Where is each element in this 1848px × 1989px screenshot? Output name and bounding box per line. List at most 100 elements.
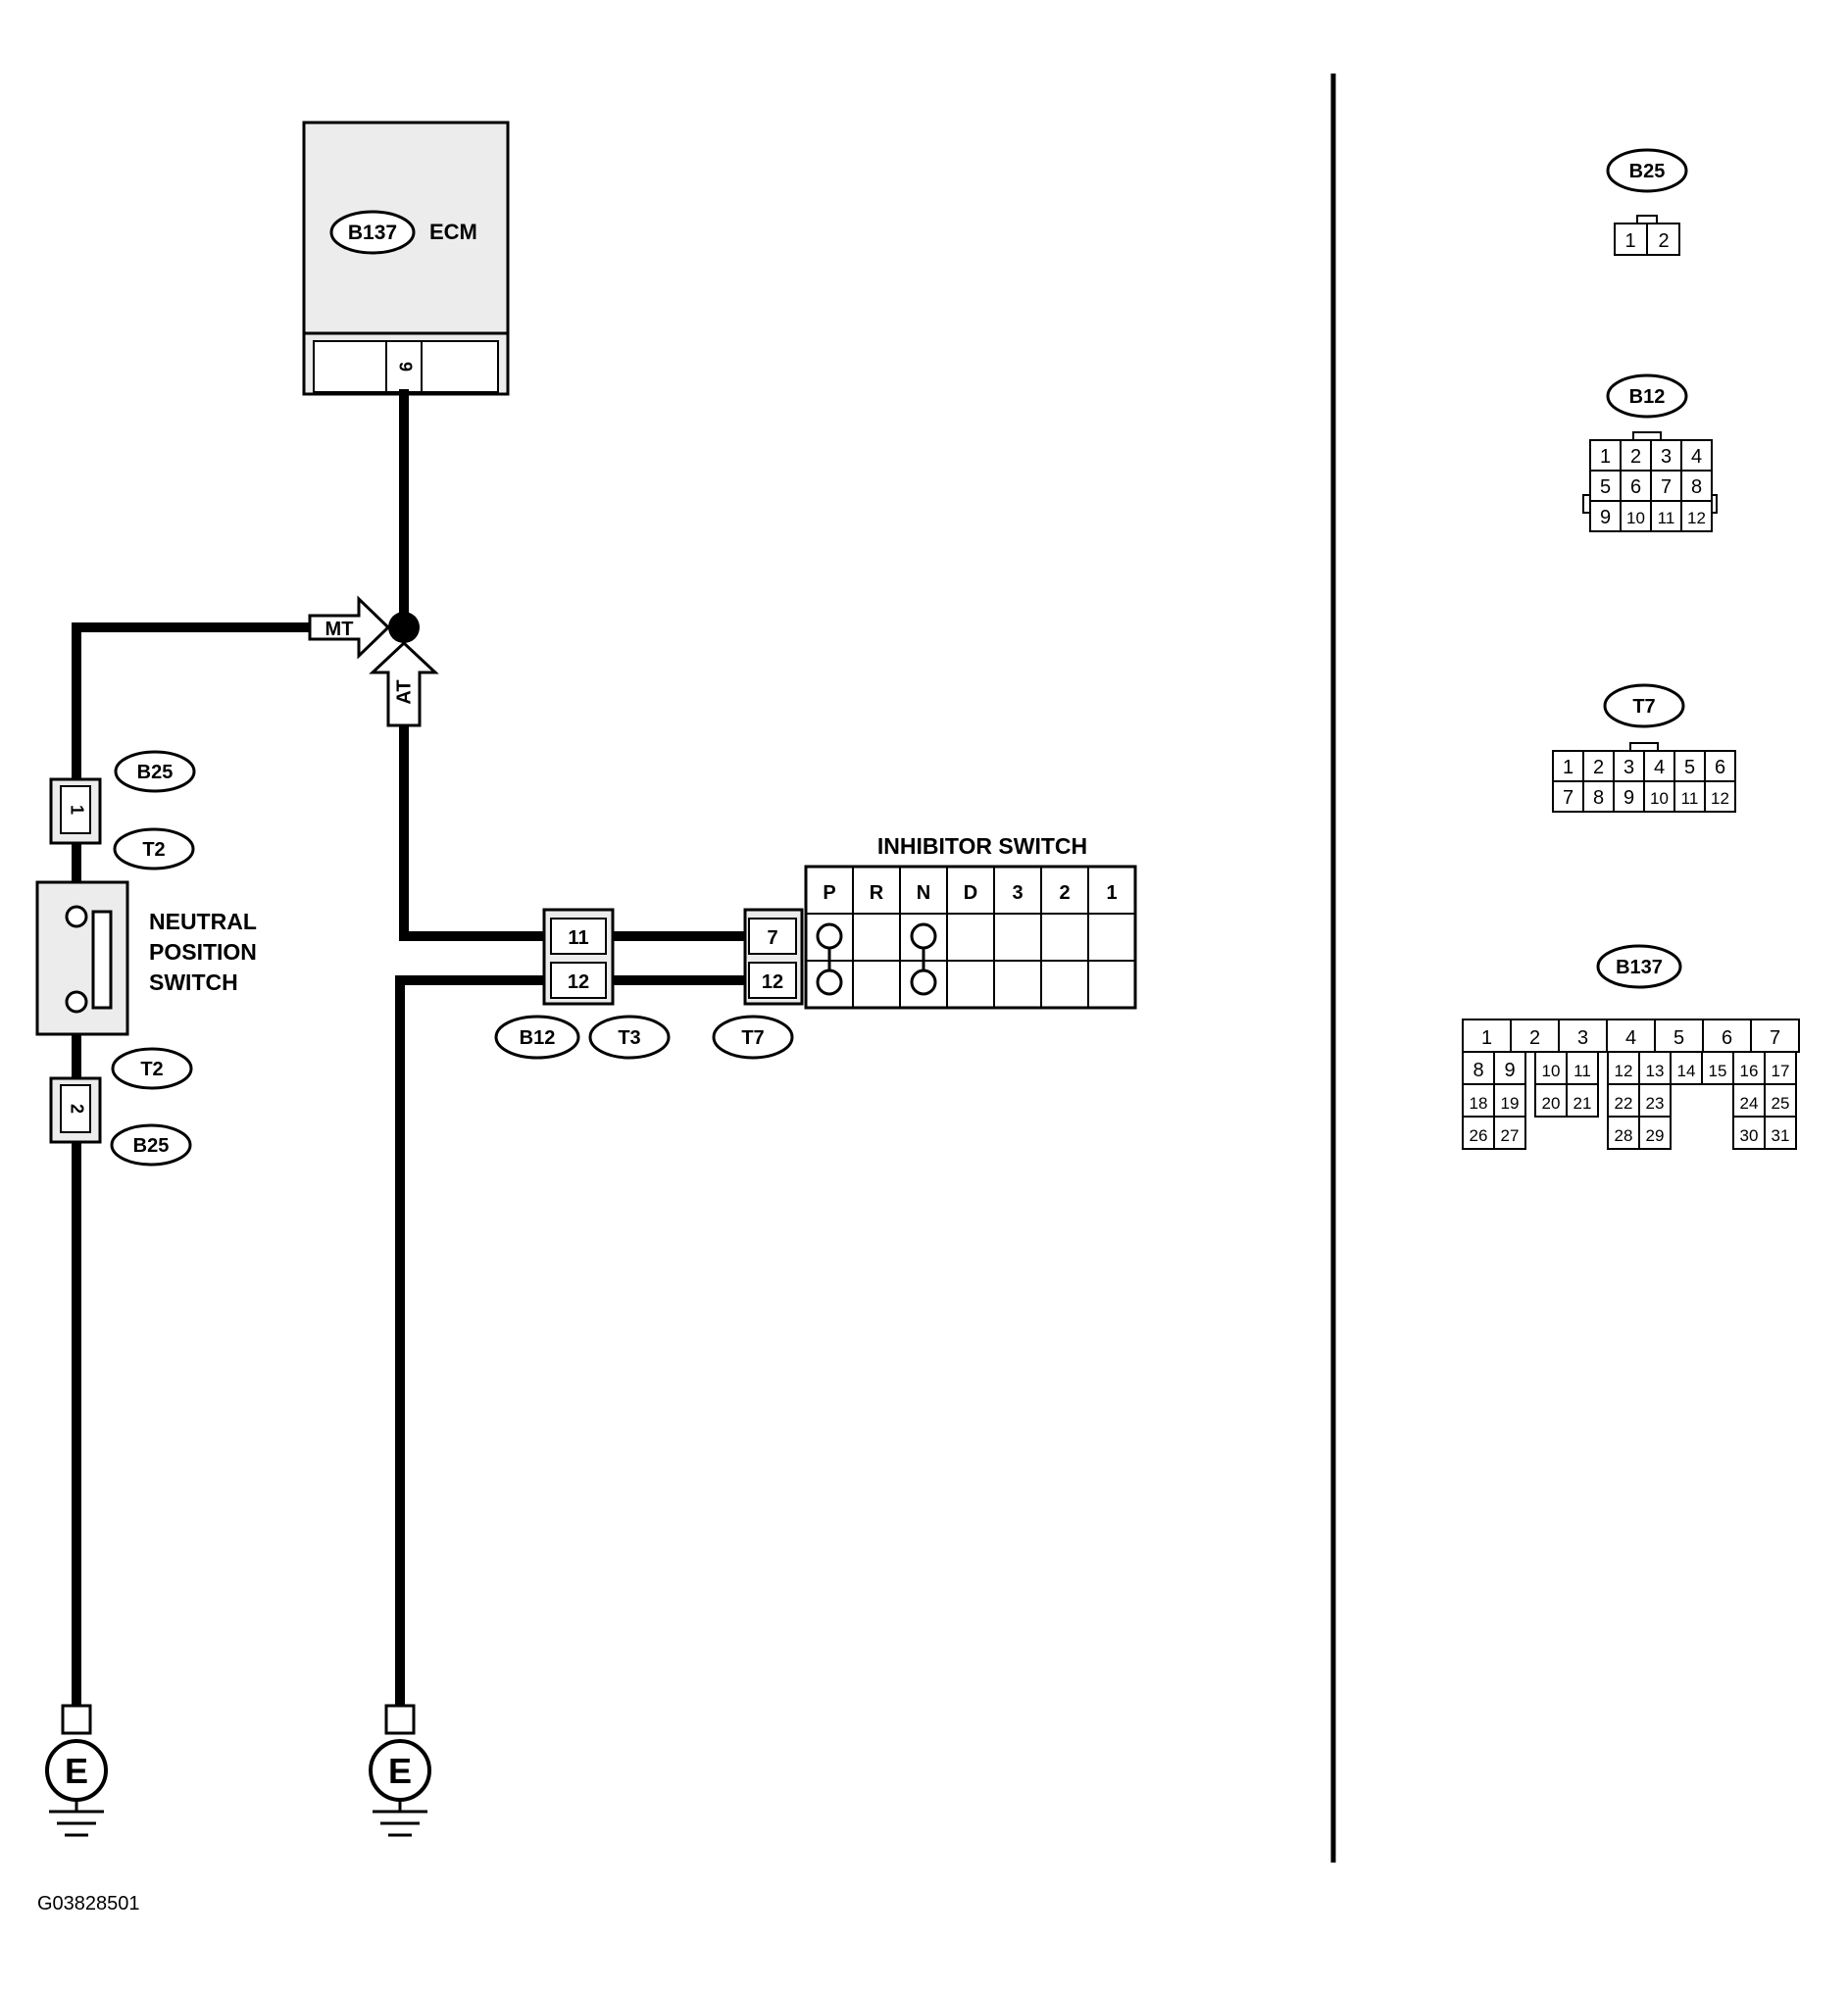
b25-bottom-pin: 2 (67, 1104, 86, 1114)
b25-bottom-id: B25 (133, 1135, 170, 1157)
position-d: D (964, 882, 977, 904)
b137-pin-27-label: 27 (1501, 1126, 1520, 1145)
b137-pin-28-label: 28 (1615, 1126, 1633, 1145)
figure-code: G03828501 (37, 1893, 140, 1914)
b137-pin-19-cell (1493, 1083, 1526, 1118)
b25-face-pin-2: 2 (1658, 230, 1669, 252)
b137-pin-3-cell (1558, 1019, 1608, 1053)
b137-pin-11-cell (1566, 1051, 1599, 1085)
ground-left-label: E (65, 1751, 88, 1791)
b25-top-pin: 1 (67, 805, 86, 815)
ecm-label: ECM (429, 220, 477, 244)
b137-pin-27-cell (1493, 1116, 1526, 1150)
b12-pin-11-cell (1650, 500, 1682, 532)
b25-bottom-oval (110, 1123, 192, 1167)
b137-pin-6-label: 6 (1722, 1027, 1732, 1049)
b137-pin-11-label: 11 (1573, 1062, 1591, 1080)
ground-right-label: E (388, 1751, 412, 1791)
b137-pin-3-label: 3 (1577, 1027, 1588, 1049)
b137-pin-19-label: 19 (1501, 1094, 1520, 1113)
position-n: N (917, 882, 930, 904)
wire-at-to-pin11 (399, 725, 552, 941)
b137-pin-29-label: 29 (1646, 1126, 1665, 1145)
t7-pin-10-cell (1643, 780, 1675, 813)
harness-pin-11: 11 (568, 927, 588, 949)
b12-oval (494, 1015, 580, 1060)
b137-pin-15-label: 15 (1709, 1062, 1727, 1080)
t7-pin-7: 7 (767, 927, 777, 949)
b12-pin-3-cell (1650, 439, 1682, 472)
b12-pin-8-cell (1680, 470, 1713, 502)
b137-pin-29-cell (1638, 1116, 1672, 1150)
t7-pin-6-label: 6 (1715, 757, 1725, 778)
position-1: 1 (1106, 882, 1117, 904)
b137-pin-20-cell (1534, 1083, 1568, 1118)
position-p: P (823, 882, 835, 904)
t7-connector: 7 12 (743, 908, 804, 1006)
b137-pin-31-cell (1764, 1116, 1797, 1150)
t7-pin-7-cell (1552, 780, 1584, 813)
position-3: 3 (1012, 882, 1023, 904)
b25-top-oval (114, 750, 196, 793)
neutral-switch-label-line1: NEUTRAL (149, 909, 257, 934)
t7-pin-12-label: 12 (1711, 789, 1729, 808)
b137-pin-18-label: 18 (1470, 1094, 1488, 1113)
b12-pin-9-label: 9 (1600, 507, 1611, 528)
b137-pin-2-label: 2 (1529, 1027, 1540, 1049)
b12-pin-5-label: 5 (1600, 476, 1611, 498)
mt-arrow: MT (308, 595, 391, 660)
t7-pin-10-label: 10 (1650, 789, 1669, 808)
wire-pin12-to-ground (395, 975, 552, 1711)
ecm-connector-id: B137 (348, 222, 397, 244)
b137-pin-8-cell (1462, 1051, 1495, 1085)
b12-pin-12-cell (1680, 500, 1713, 532)
b25-face-view: B25 1 2 (1606, 148, 1688, 256)
b12-pin-1-label: 1 (1600, 446, 1611, 468)
b137-pin-12-label: 12 (1615, 1062, 1633, 1080)
t7-pin-2-label: 2 (1593, 757, 1604, 778)
b137-pin-13-cell (1638, 1051, 1672, 1085)
b137-pin-21-label: 21 (1573, 1094, 1592, 1113)
b12-pin-12-label: 12 (1687, 509, 1706, 527)
b137-pin-23-cell (1638, 1083, 1672, 1118)
wire-mt-branch (72, 622, 317, 784)
b137-pin-4-label: 4 (1625, 1027, 1636, 1049)
at-label: AT (393, 679, 415, 704)
ecm-unit: 9 B137 ECM (302, 121, 510, 396)
b25-bottom-connector: 2 (49, 1076, 102, 1144)
position-r: R (870, 882, 884, 904)
ground-left: E (45, 1704, 108, 1837)
t7-pin-8-label: 8 (1593, 787, 1604, 809)
t3-id: T3 (618, 1027, 640, 1049)
b137-pin-7-label: 7 (1770, 1027, 1780, 1049)
b137-pin-17-label: 17 (1772, 1062, 1790, 1080)
b137-pin-30-cell (1732, 1116, 1766, 1150)
t2-top-oval (113, 827, 195, 870)
b12-pin-8-label: 8 (1691, 476, 1702, 498)
b12-id: B12 (520, 1027, 556, 1049)
b137-pin-14-label: 14 (1677, 1062, 1696, 1080)
b12-face-id: B12 (1629, 386, 1666, 408)
t7-pin-3-label: 3 (1623, 757, 1634, 778)
b137-pin-23-label: 23 (1646, 1094, 1665, 1113)
b12-pin-7-label: 7 (1661, 476, 1672, 498)
harness-pin-12: 12 (568, 971, 589, 993)
b12-pin-3-label: 3 (1661, 446, 1672, 468)
b25-top-id: B25 (137, 762, 174, 783)
t7-pin-9-label: 9 (1623, 787, 1634, 809)
b12-pin-4-label: 4 (1691, 446, 1702, 468)
b25-top-connector: 1 (49, 777, 102, 845)
b25-face-pin-1: 1 (1624, 230, 1635, 252)
b137-pin-16-label: 16 (1740, 1062, 1759, 1080)
t7-pin-4-label: 4 (1654, 757, 1665, 778)
b25-face-id: B25 (1629, 161, 1666, 182)
neutral-switch-label-line3: SWITCH (149, 970, 238, 995)
t7-pin-12: 12 (762, 971, 783, 993)
junction-dot (388, 612, 420, 643)
b137-pin-25-label: 25 (1772, 1094, 1790, 1113)
b137-pin-13-label: 13 (1646, 1062, 1665, 1080)
t2-bottom-oval (111, 1047, 193, 1090)
t7-pin-11-label: 11 (1681, 789, 1699, 808)
wires (72, 389, 752, 1711)
